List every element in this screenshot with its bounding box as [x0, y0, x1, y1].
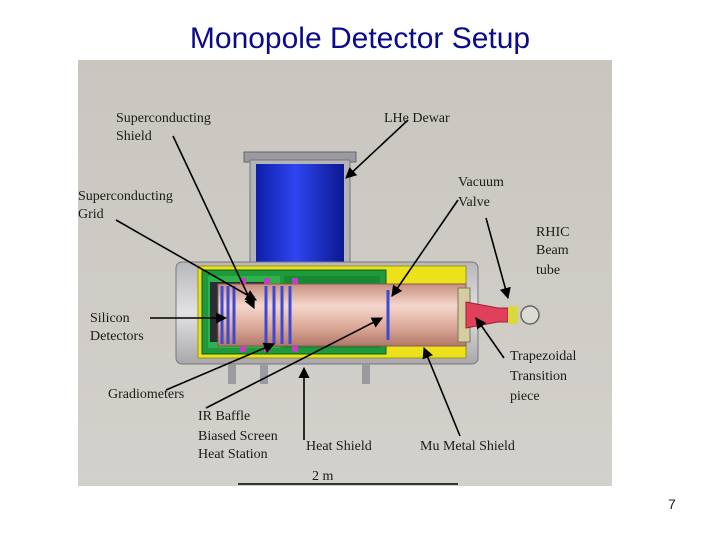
label-trapezoidal-transition: Trapezoidal Transition piece — [510, 349, 580, 404]
silicon-detector-planes — [220, 286, 390, 344]
label-vacuum-valve: Vacuum Valve — [458, 175, 507, 210]
label-superconducting-shield: Superconducting Shield — [116, 111, 214, 144]
label-arrows — [115, 119, 511, 440]
label-lhe-dewar: LHe Dewar — [384, 111, 450, 126]
label-scale: 2 m — [312, 469, 334, 484]
label-silicon-detectors: Silicon Detectors — [90, 311, 144, 344]
label-ir-baffle-group: IR Baffle Biased Screen Heat Station — [198, 409, 281, 462]
label-rhic-beam-tube: RHIC Beam tube — [536, 225, 573, 278]
label-heat-shield: Heat Shield — [306, 439, 372, 454]
page-number: 7 — [668, 496, 676, 512]
detector-diagram: Superconducting Shield LHe Dewar Vacuum … — [78, 60, 612, 486]
page-title: Monopole Detector Setup — [189, 22, 531, 55]
label-superconducting-grid: Superconducting Grid — [78, 189, 176, 222]
label-mu-metal-shield: Mu Metal Shield — [420, 439, 515, 454]
label-gradiometers: Gradiometers — [108, 387, 184, 402]
detector-tube — [217, 283, 467, 347]
support-legs — [228, 364, 370, 384]
transition-flange — [508, 306, 518, 324]
lhe-dewar — [243, 151, 357, 278]
rhic-beam-tube-section — [520, 305, 540, 325]
